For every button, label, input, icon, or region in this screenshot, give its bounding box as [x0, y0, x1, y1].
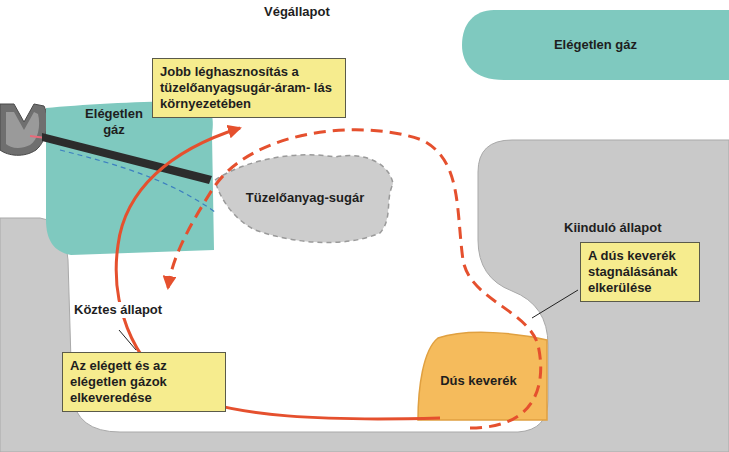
state-label: Kiinduló állapot — [562, 220, 664, 236]
region-label: Dús keverék — [440, 373, 517, 389]
leader-line — [532, 290, 578, 318]
callout-text: Az elégett és az elégetlen gázok elkever… — [70, 358, 218, 406]
unburnt-gas-region: Elégetlen gáz — [462, 8, 729, 82]
callout-box: Az elégett és az elégetlen gázok elkever… — [62, 352, 226, 412]
injector-nozzle — [0, 104, 47, 155]
region-label: Tüzelőanyag-sugár — [246, 190, 364, 206]
fuel-spray: Tüzelőanyag-sugár — [215, 148, 395, 248]
callout-box: Jobb léghasznosítás a tüzelőanyagsugár-á… — [152, 58, 346, 118]
state-label: Köztes állapot — [72, 302, 164, 318]
callout-box: A dús keverék stagnálásának elkerülése — [580, 242, 700, 302]
callout-text: A dús keverék stagnálásának elkerülése — [588, 248, 692, 296]
region-label: Elégetlen gáz — [74, 106, 154, 138]
leader-line — [119, 330, 136, 350]
region-label: Elégetlen gáz — [554, 37, 637, 53]
callout-text: Jobb léghasznosítás a tüzelőanyagsugár-á… — [160, 64, 338, 112]
state-label: Végállapot — [262, 4, 332, 20]
